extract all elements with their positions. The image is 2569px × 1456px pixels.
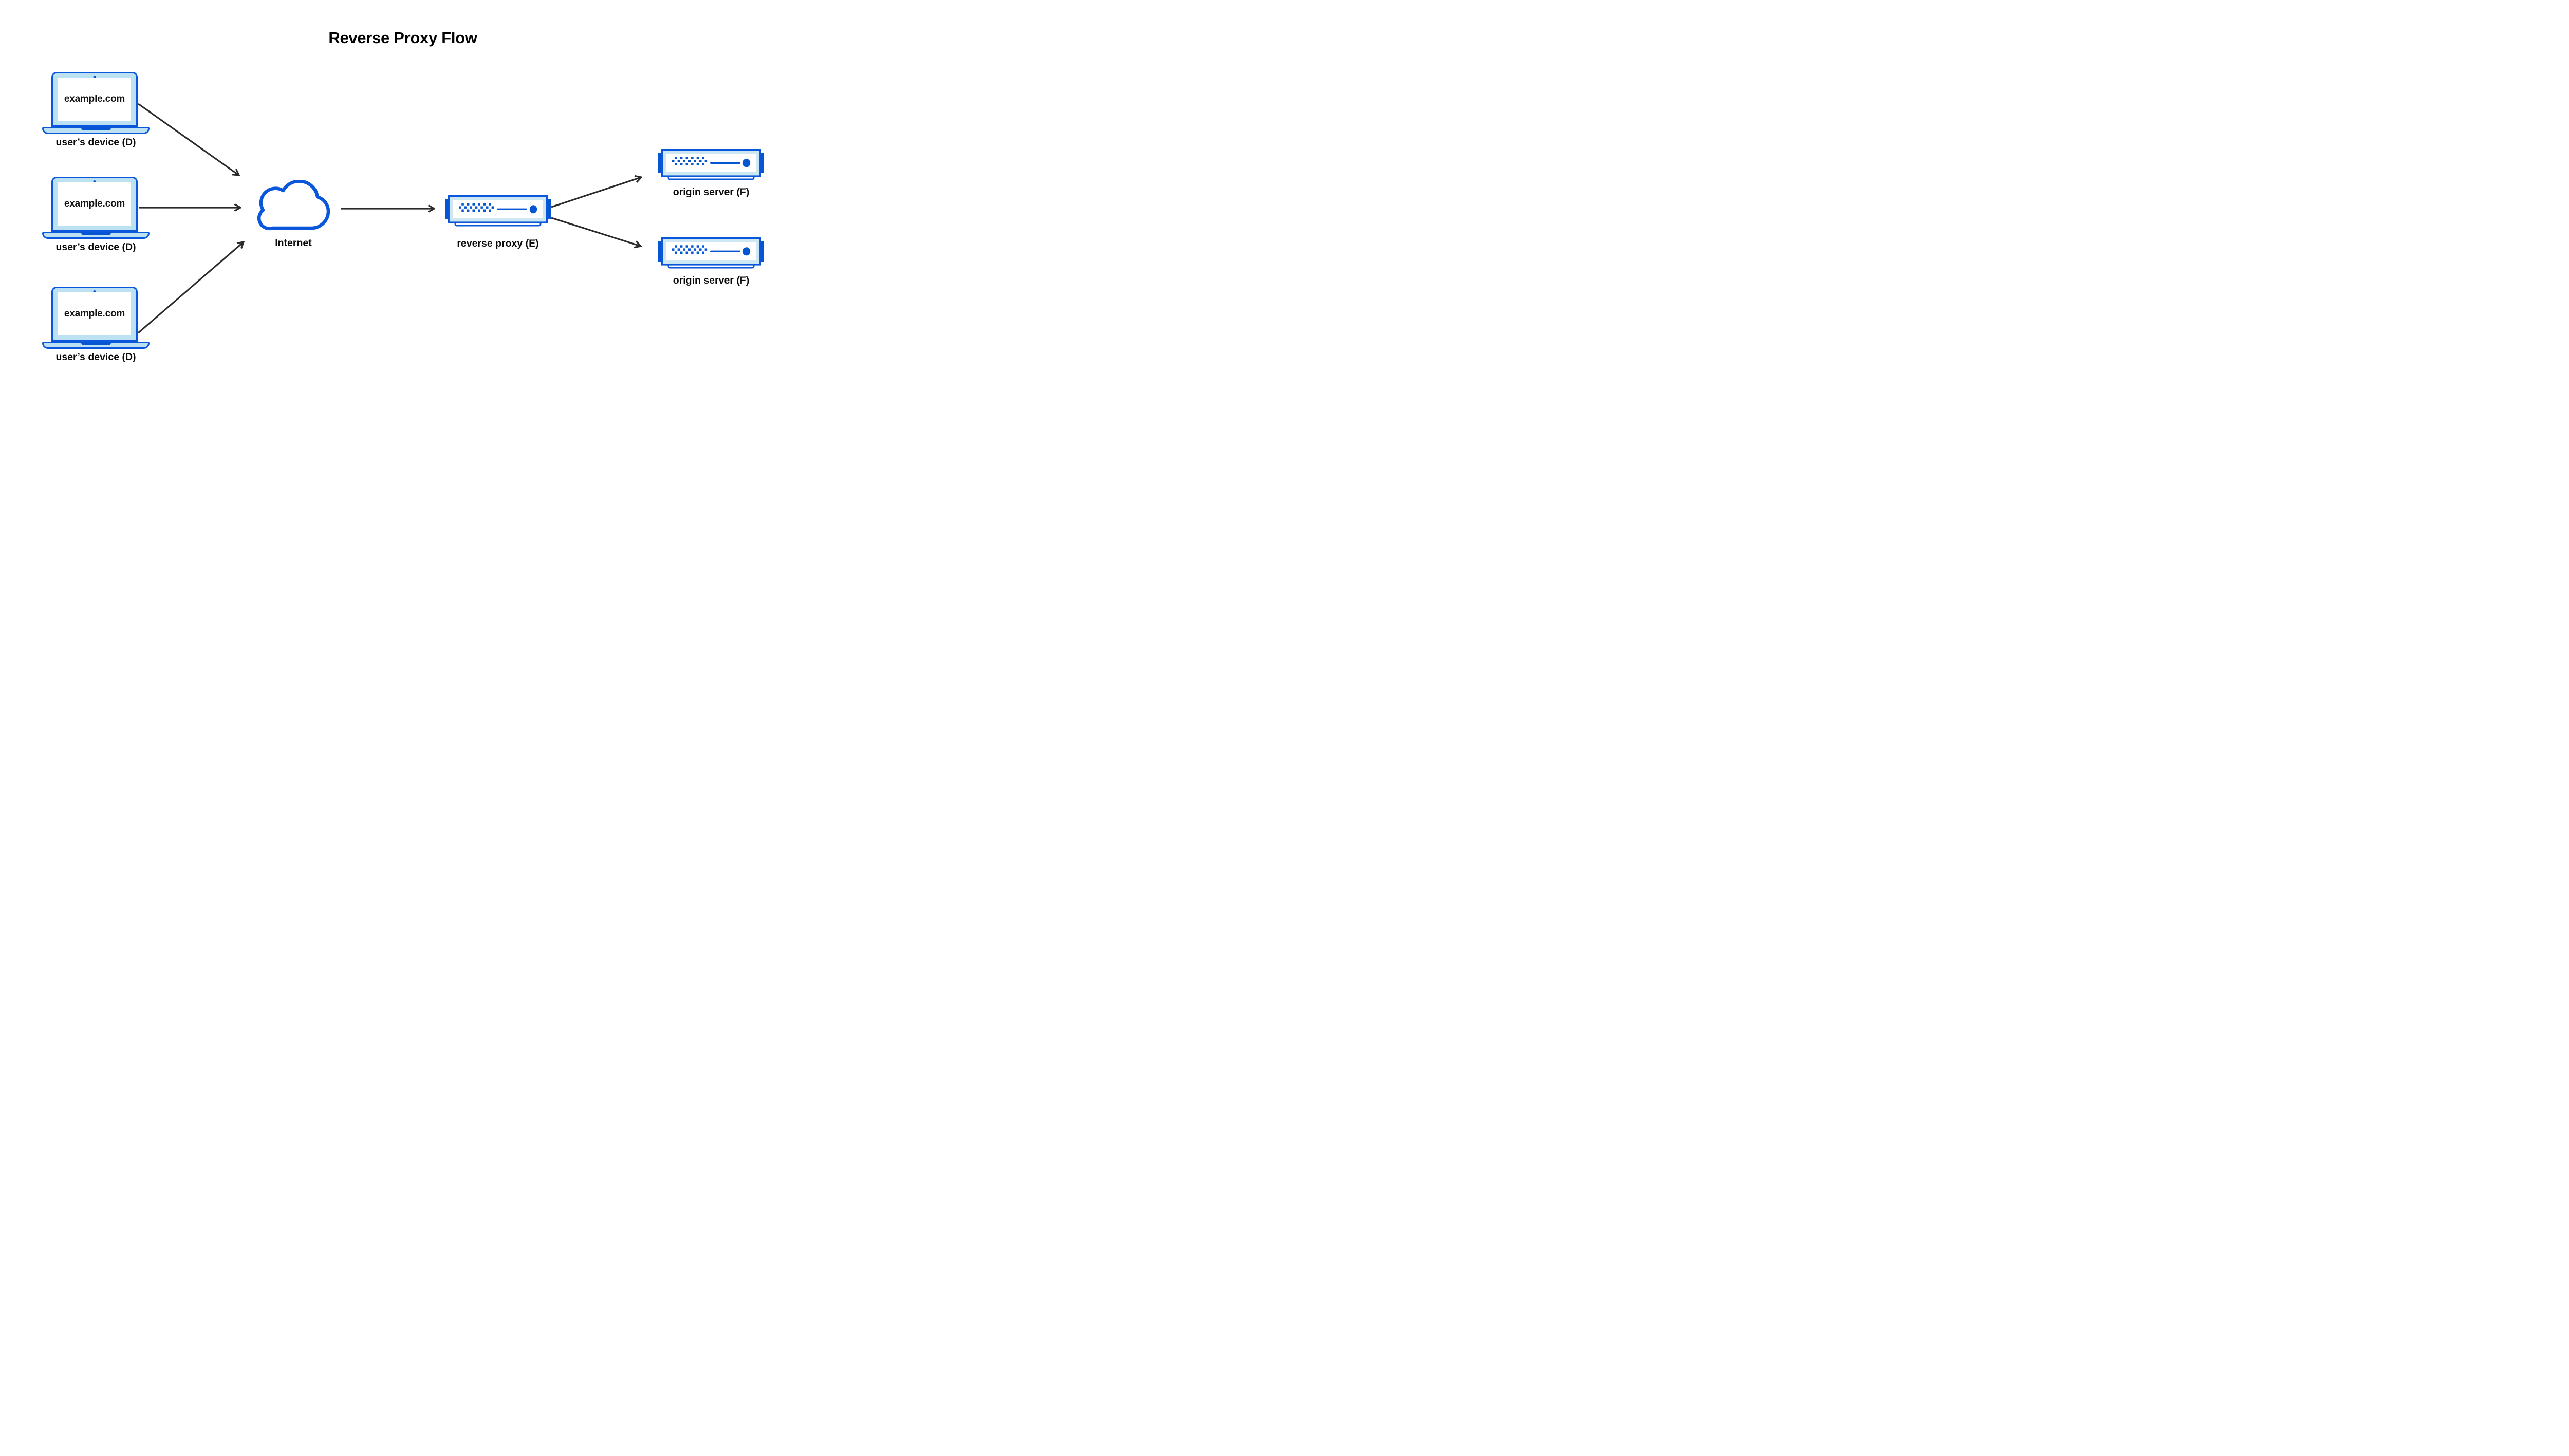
reverse-proxy-node: reverse proxy (E): [445, 195, 551, 249]
arrow-proxy-to-origin1: [551, 177, 641, 208]
origin-server-2: origin server (F): [658, 237, 764, 286]
user-device-1: example.com user’s device (D): [42, 72, 150, 148]
arrow-device1-to-internet: [138, 103, 239, 175]
origin-server-1: origin server (F): [658, 149, 764, 198]
laptop-icon: example.com: [51, 177, 138, 232]
internet-node: Internet: [253, 180, 334, 249]
internet-label: Internet: [275, 237, 312, 249]
camera-dot-icon: [93, 76, 96, 78]
user-device-3: example.com user’s device (D): [42, 287, 150, 363]
reverse-proxy-server-icon: [445, 195, 551, 228]
laptop-icon: example.com: [51, 72, 138, 127]
origin-server-icon: [658, 149, 764, 182]
user-device-1-label: user’s device (D): [55, 137, 136, 148]
laptop-notch: [81, 127, 111, 130]
arrow-proxy-to-origin2: [551, 217, 641, 246]
user-device-3-label: user’s device (D): [55, 351, 136, 363]
user-device-2-label: user’s device (D): [55, 241, 136, 253]
internet-cloud-icon: [257, 180, 330, 231]
reverse-proxy-flow-diagram: Reverse Proxy Flow: [0, 0, 806, 403]
laptop-screen: example.com: [58, 78, 131, 121]
arrow-device3-to-internet: [137, 242, 244, 334]
flow-arrows-layer: [137, 103, 806, 334]
laptop-notch: [81, 342, 111, 345]
laptop-icon: example.com: [51, 287, 138, 342]
origin-server-2-label: origin server (F): [673, 275, 750, 286]
origin-server-icon: [658, 237, 764, 270]
camera-dot-icon: [93, 290, 96, 293]
reverse-proxy-label: reverse proxy (E): [457, 238, 539, 249]
laptop-notch: [81, 232, 111, 235]
camera-dot-icon: [93, 180, 96, 183]
laptop-screen: example.com: [58, 292, 131, 335]
origin-server-1-label: origin server (F): [673, 186, 750, 198]
user-device-2: example.com user’s device (D): [42, 177, 150, 253]
laptop-screen: example.com: [58, 182, 131, 226]
page-title: Reverse Proxy Flow: [328, 29, 477, 47]
